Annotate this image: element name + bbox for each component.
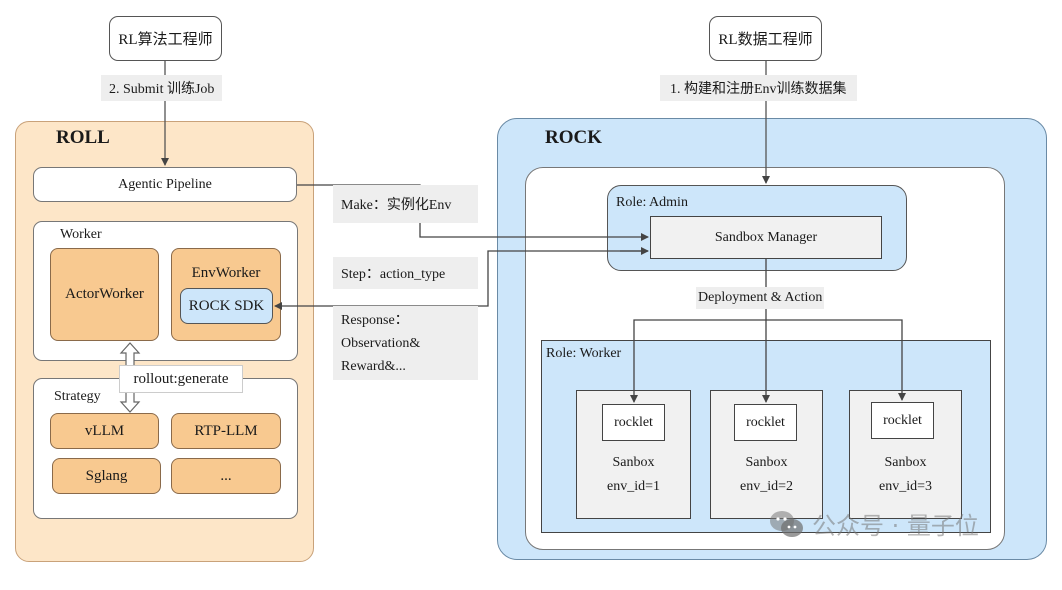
- actor-worker-node: ActorWorker: [50, 248, 159, 341]
- admin-role-label: Role: Admin: [616, 195, 688, 210]
- sandbox-3-env-id: env_id=3: [879, 479, 932, 494]
- sandbox-manager-label: Sandbox Manager: [714, 229, 818, 245]
- build-dataset-text: 1. 构建和注册Env训练数据集: [670, 82, 847, 97]
- worker-role-label: Role: Worker: [546, 346, 622, 361]
- sandbox-3-name: Sanbox: [884, 455, 927, 470]
- agentic-pipeline-node: Agentic Pipeline: [33, 167, 297, 202]
- sandbox-2-text: Sanbox env_id=2: [710, 451, 823, 499]
- rock-sdk-node: ROCK SDK: [180, 288, 273, 324]
- rollout-generate-label: rollout:generate: [119, 365, 243, 393]
- algorithm-engineer-node: RL算法工程师: [109, 16, 222, 61]
- response-line-1: Response：: [341, 312, 409, 328]
- rock-sdk-label: ROCK SDK: [188, 297, 265, 314]
- deployment-action-label: Deployment & Action: [696, 287, 825, 309]
- data-engineer-label: RL数据工程师: [718, 32, 813, 48]
- make-text: Make：实例化Env: [341, 198, 452, 213]
- engine-rtp-llm: RTP-LLM: [171, 413, 281, 449]
- data-engineer-node: RL数据工程师: [709, 16, 822, 61]
- agentic-pipeline-label: Agentic Pipeline: [118, 176, 212, 192]
- rocklet-1: rocklet: [602, 404, 665, 441]
- wechat-icon: [770, 510, 803, 537]
- actor-worker-label: ActorWorker: [65, 286, 144, 302]
- sandbox-2-env-id: env_id=2: [740, 479, 793, 494]
- engine-rtp-llm-label: RTP-LLM: [194, 422, 258, 439]
- rocklet-1-label: rocklet: [614, 414, 653, 430]
- response-line-3: Reward&...: [341, 358, 406, 374]
- watermark: 公众号 · 量子位: [768, 506, 979, 541]
- sandbox-2-name: Sanbox: [745, 455, 788, 470]
- algorithm-engineer-label: RL算法工程师: [118, 32, 213, 48]
- submit-job-text: 2. Submit 训练Job: [109, 82, 215, 97]
- env-worker-label: EnvWorker: [191, 265, 261, 281]
- strategy-group-label: Strategy: [54, 389, 101, 404]
- engine-vllm-label: vLLM: [84, 422, 125, 439]
- build-dataset-label: 1. 构建和注册Env训练数据集: [660, 75, 857, 101]
- sandbox-3-text: Sanbox env_id=3: [849, 451, 962, 499]
- deployment-action-text: Deployment & Action: [698, 290, 823, 305]
- rock-title: ROCK: [545, 127, 602, 148]
- sandbox-manager-node: Sandbox Manager: [650, 216, 882, 259]
- engine-sglang-label: Sglang: [85, 467, 128, 484]
- watermark-text: 公众号 · 量子位: [812, 512, 979, 540]
- sandbox-1-name: Sanbox: [612, 455, 655, 470]
- worker-group-label: Worker: [60, 227, 102, 242]
- rocklet-2: rocklet: [734, 404, 797, 441]
- sandbox-1-text: Sanbox env_id=1: [576, 451, 691, 499]
- engine-vllm: vLLM: [50, 413, 159, 449]
- step-text: Step：action_type: [341, 267, 446, 282]
- rocklet-2-label: rocklet: [746, 414, 785, 430]
- response-line-2: Observation&: [341, 335, 421, 351]
- rocklet-3: rocklet: [871, 402, 934, 439]
- rollout-generate-text: rollout:generate: [133, 370, 229, 387]
- step-label: Step：action_type: [333, 257, 478, 289]
- rocklet-3-label: rocklet: [883, 412, 922, 428]
- sandbox-1-env-id: env_id=1: [607, 479, 660, 494]
- engine-sglang: Sglang: [52, 458, 161, 494]
- roll-title: ROLL: [56, 127, 110, 148]
- make-label: Make：实例化Env: [333, 185, 478, 223]
- submit-job-label: 2. Submit 训练Job: [101, 75, 223, 101]
- engine-more: ...: [171, 458, 281, 494]
- engine-more-label: ...: [220, 467, 232, 484]
- response-label: Response： Observation& Reward&...: [333, 306, 478, 380]
